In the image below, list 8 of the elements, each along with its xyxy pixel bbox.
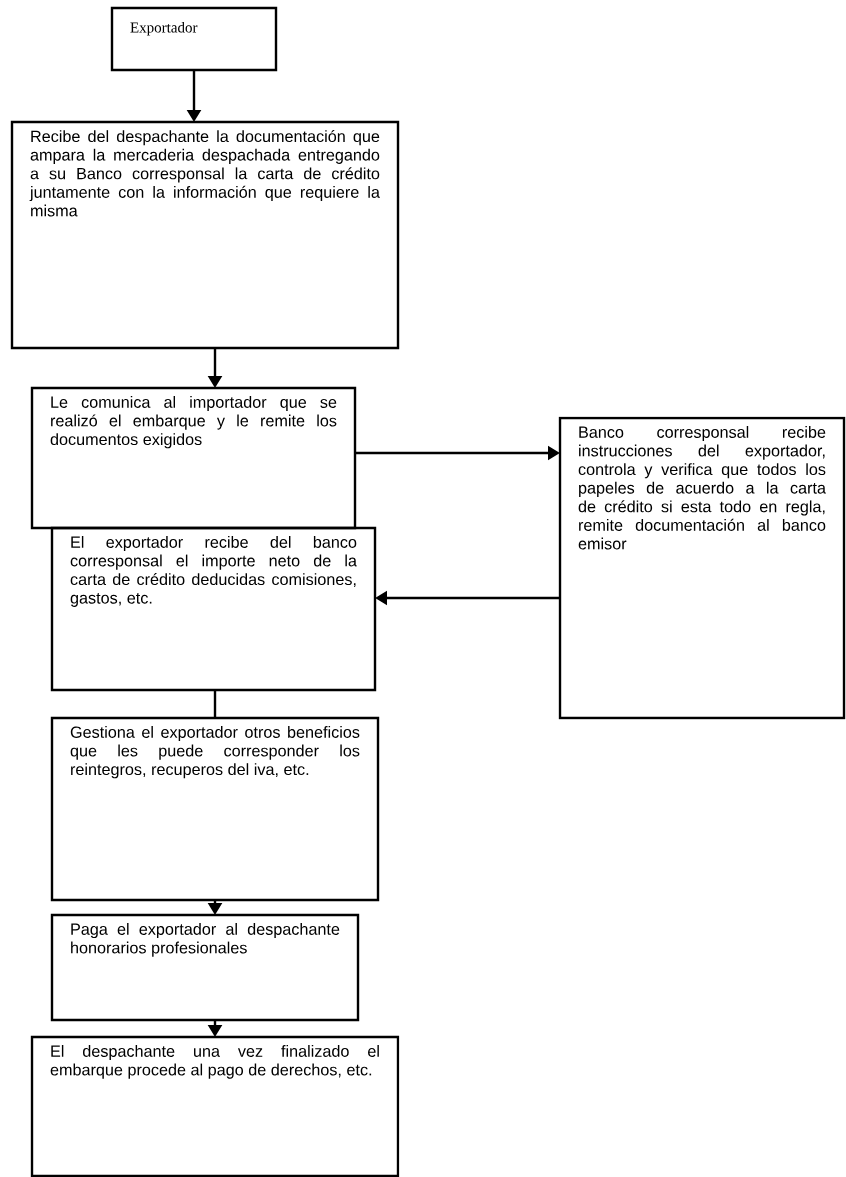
process-box: El despachante una vez finalizado el embarque procede al pago de derechos, etc. [30,1035,400,1177]
process-box: El exportador recibe del banco corresponsal el importe neto de la carta de crédito deducidas comisiones, gastos, etc. [50,526,377,692]
process-box: Le comunica al importador que se realizó el embarque y le remite los documentos exigidos [30,386,357,530]
process-box: Banco corresponsal recibe instrucciones del exportador, controla y verifica que todos los papeles de acuerdo a la carta de crédito si esta todo en regla, remite documentación al banco emisor [558,416,846,720]
process-box: Gestiona el exportador otros beneficios que les puede corresponder los reintegros, recuperos del iva, etc. [50,716,380,902]
process-box: Exportador [110,6,278,72]
process-box: Paga el exportador al despachante honorarios profesionales [50,913,360,1022]
process-box: Recibe del despachante la documentación que ampara la mercaderia despachada entregando a su Banco corresponsal la carta de crédito juntamente con la información que requiere la misma [10,120,400,350]
